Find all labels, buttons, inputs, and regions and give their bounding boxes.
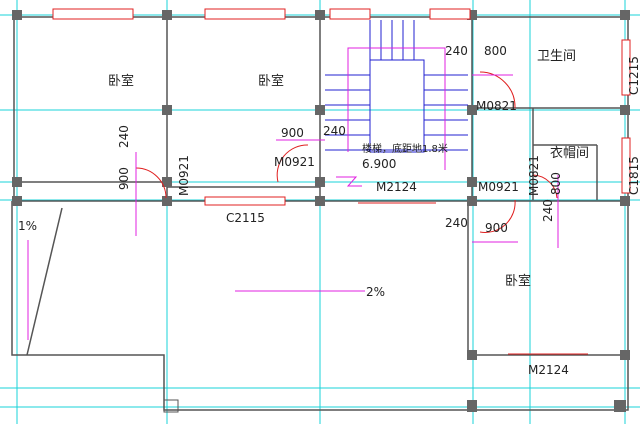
windows: [52, 8, 631, 355]
door-label: M2124: [376, 180, 417, 194]
dimension-lines: [27, 74, 559, 340]
slope-label: 2%: [366, 285, 385, 299]
stair-note: 楼梯，底距地1.8米: [362, 142, 448, 155]
door-label: M0921: [478, 180, 519, 194]
dimension-label: 900: [117, 167, 131, 190]
dimension-label: 240: [445, 216, 468, 230]
door-label: M0921: [274, 155, 315, 169]
dimension-label: 800: [549, 172, 563, 195]
dimension-label: 240: [323, 124, 346, 138]
door-label: M0821: [527, 155, 541, 196]
door-label: M0821: [476, 99, 517, 113]
labels: 卧室 卧室 卧室 卫生间 衣帽间 900 240 240 800 240 900…: [18, 44, 640, 377]
room-label-closet: 衣帽间: [550, 145, 589, 161]
elevation-label: 6.900: [362, 157, 396, 171]
dimension-label: 900: [281, 126, 304, 140]
room-label-bedroom: 卧室: [108, 73, 134, 89]
dimension-label: 900: [485, 221, 508, 235]
room-label-bedroom: 卧室: [258, 73, 284, 89]
dimension-label: 240: [117, 125, 131, 148]
slope-label: 1%: [18, 219, 37, 233]
dimension-label: 240: [541, 199, 555, 222]
room-label-bedroom: 卧室: [505, 273, 531, 289]
elevation-marker: [336, 176, 362, 187]
stairs: [325, 20, 468, 170]
dimension-label: 800: [484, 44, 507, 58]
doors: [135, 71, 558, 233]
window-label: C1815: [627, 156, 640, 195]
door-label: M2124: [528, 363, 569, 377]
door-label: M0921: [177, 155, 191, 196]
window-label: C1215: [627, 56, 640, 95]
room-label-bathroom: 卫生间: [537, 49, 576, 64]
columns: [12, 10, 630, 413]
dimension-label: 240: [445, 44, 468, 58]
window-label: C2115: [226, 211, 265, 225]
